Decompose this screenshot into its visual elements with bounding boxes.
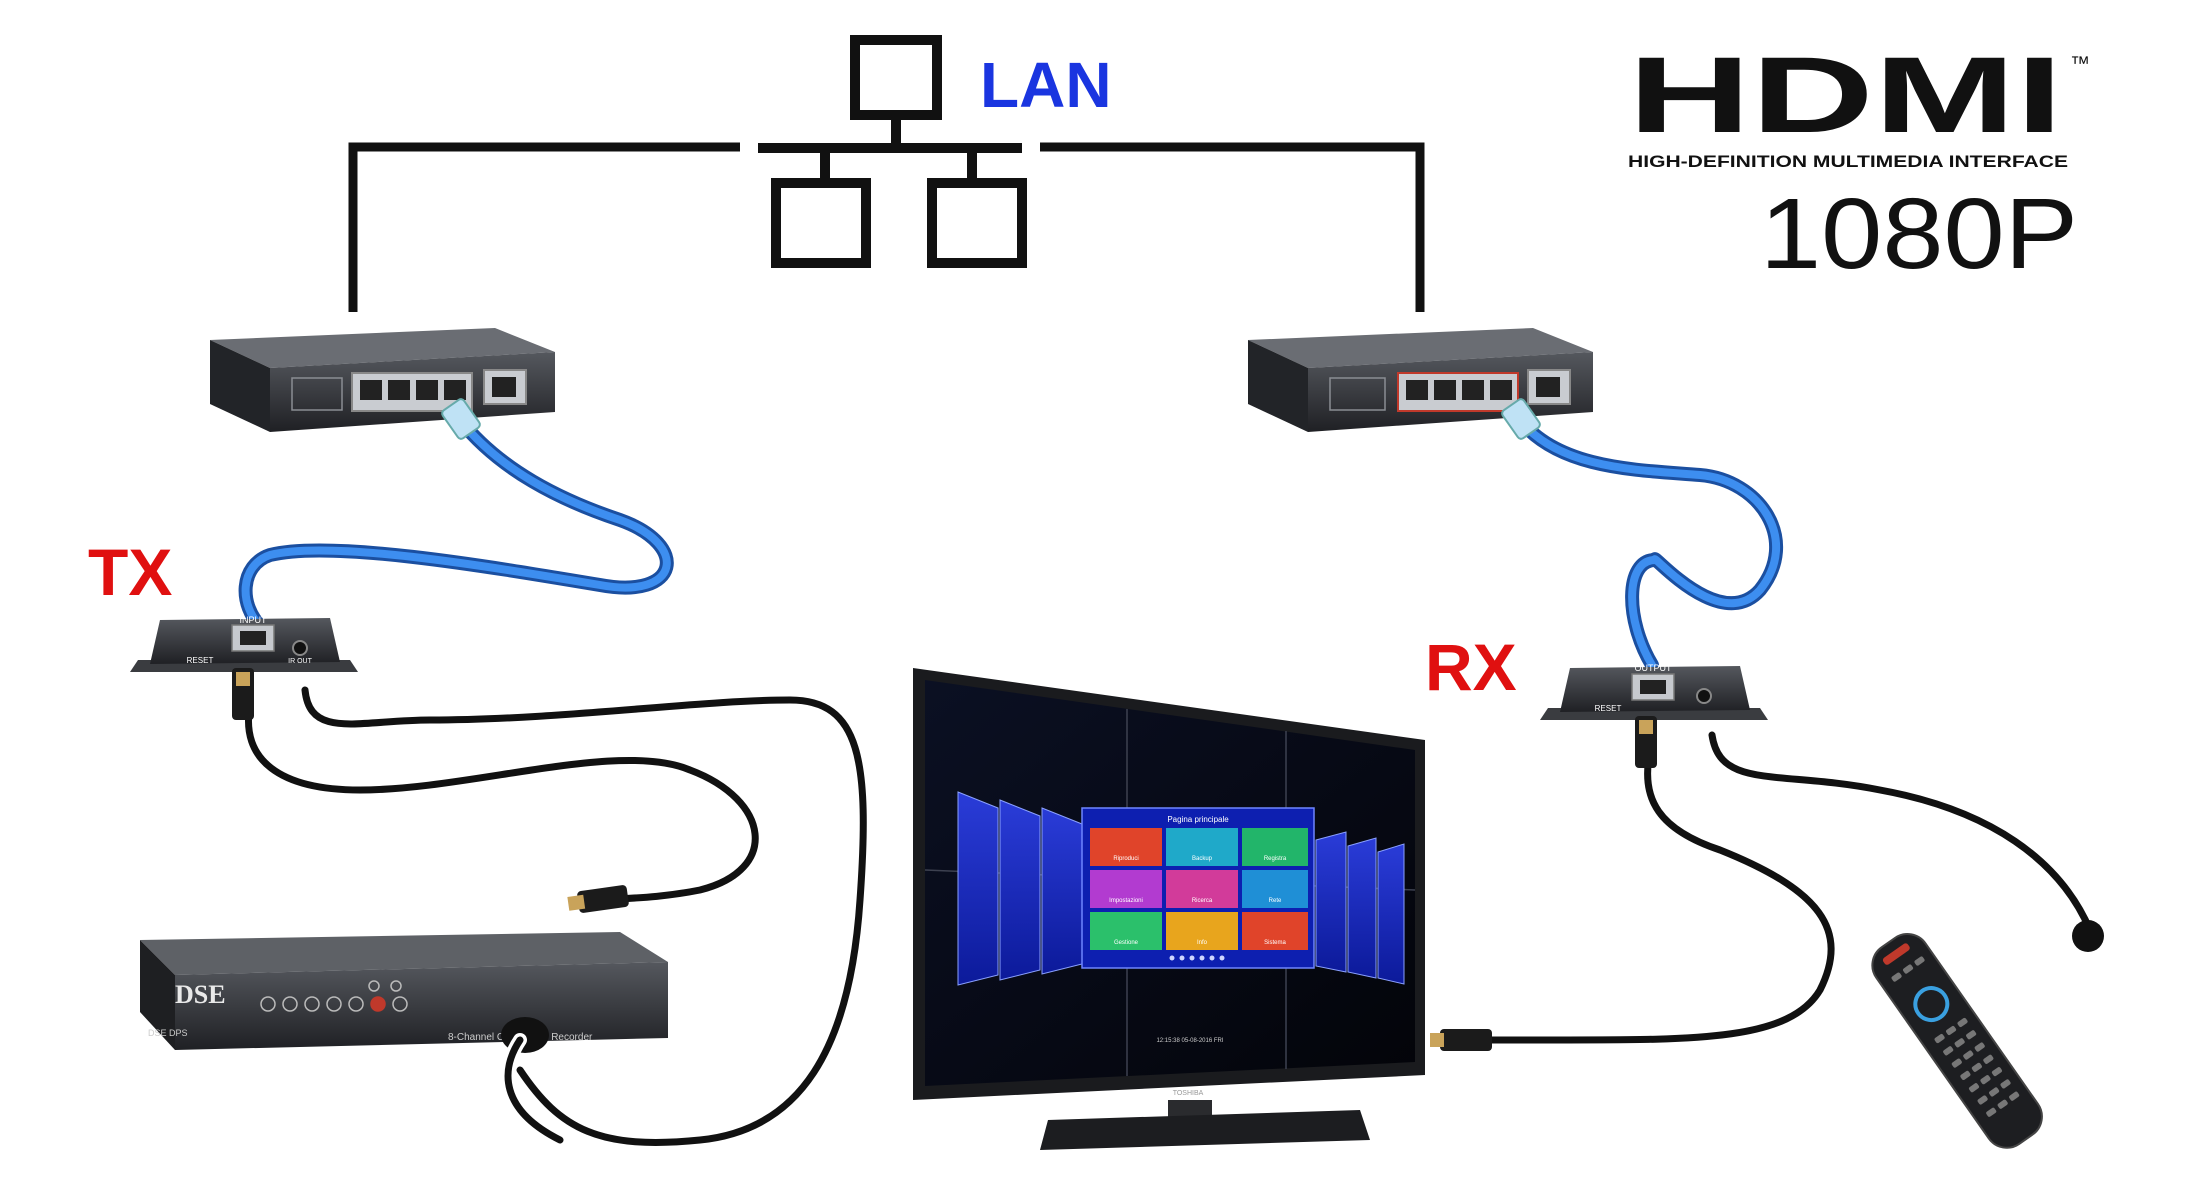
tx-ir-label: IR OUT xyxy=(288,658,312,665)
hdmi-tagline: HIGH-DEFINITION MULTIMEDIA INTERFACE xyxy=(1628,152,2068,171)
svg-text:Impostazioni: Impostazioni xyxy=(1109,898,1143,904)
rx-port-label: OUTPUT xyxy=(1635,663,1673,673)
network-icon xyxy=(758,35,1027,268)
hdmi-plug-to-recorder xyxy=(567,885,629,913)
rx-hdmi-cable xyxy=(1473,716,1839,1047)
switch-port-block xyxy=(291,369,527,412)
hdmi-logo: HDMI ™ HIGH-DEFINITION MULTIMEDIA INTERF… xyxy=(1628,34,2090,290)
svg-text:Gestione: Gestione xyxy=(1114,940,1139,946)
screen-menu: Pagina principale Riproduci Backup Regis… xyxy=(1081,807,1315,969)
tx-extender: INPUT RESET IR OUT xyxy=(130,615,358,672)
svg-text:Rete: Rete xyxy=(1269,898,1282,904)
tv-stand xyxy=(1040,1110,1370,1150)
television: Pagina principale Riproduci Backup Regis… xyxy=(913,668,1425,1150)
menu-tile: Backup xyxy=(1166,828,1238,866)
svg-text:Registra: Registra xyxy=(1264,856,1287,862)
recorder-model: DSE DPS xyxy=(148,1028,188,1038)
rx-extender: OUTPUT RESET xyxy=(1540,663,1768,720)
svg-text:Backup: Backup xyxy=(1192,856,1213,862)
menu-tile: Ricerca xyxy=(1166,870,1238,908)
tx-ir-cable xyxy=(298,683,871,1150)
remote-control xyxy=(1871,933,2043,1149)
right-network-switch xyxy=(1248,328,1593,432)
lan-wiring xyxy=(348,142,1425,312)
svg-text:Riproduci: Riproduci xyxy=(1113,856,1138,862)
tx-hdmi-cable xyxy=(232,668,762,907)
left-network-switch xyxy=(210,328,555,432)
hdmi-plug-to-tv xyxy=(1430,1029,1492,1051)
rx-ir-cable xyxy=(1705,728,2104,952)
video-recorder: DSE DSE DPS 8-Channel Onvif Video Record… xyxy=(140,932,668,1053)
tx-reset-label: RESET xyxy=(187,656,214,665)
screen-side-panels xyxy=(957,791,1405,986)
svg-text:Ricerca: Ricerca xyxy=(1192,898,1213,904)
recorder-cable xyxy=(501,1033,567,1147)
tx-label: TX xyxy=(88,535,172,609)
screen-timestamp: 12:15:38 05-08-2016 FRI xyxy=(1156,1038,1223,1044)
hdmi-trademark: ™ xyxy=(2070,53,2090,75)
menu-tile: Rete xyxy=(1242,870,1308,908)
tv-brand: TOSHIBA xyxy=(1173,1090,1204,1097)
ir-jack xyxy=(292,640,308,656)
svg-text:Sistema: Sistema xyxy=(1264,940,1286,946)
lan-label: LAN xyxy=(980,49,1112,121)
menu-tile: Impostazioni xyxy=(1090,870,1162,908)
menu-tile: Gestione xyxy=(1090,912,1162,950)
menu-page-dots xyxy=(1169,955,1225,961)
recorder-brand: DSE xyxy=(175,980,226,1009)
ethernet-cable-rx xyxy=(1501,398,1784,672)
recorder-buttons xyxy=(260,980,408,1012)
menu-title: Pagina principale xyxy=(1167,815,1229,824)
svg-text:Info: Info xyxy=(1197,940,1208,946)
ir-jack xyxy=(1696,688,1712,704)
menu-tile: Sistema xyxy=(1242,912,1308,950)
rx-label: RX xyxy=(1425,630,1517,704)
hdmi-resolution: 1080P xyxy=(1760,178,2078,290)
menu-tile: Registra xyxy=(1242,828,1308,866)
switch-port-block xyxy=(1329,369,1571,412)
hdmi-wordmark: HDMI xyxy=(1628,34,2063,155)
tx-port-label: INPUT xyxy=(240,615,268,625)
ethernet-cable-tx xyxy=(238,398,674,635)
menu-tile: Info xyxy=(1166,912,1238,950)
rx-reset-label: RESET xyxy=(1595,704,1622,713)
menu-tile: Riproduci xyxy=(1090,828,1162,866)
ir-receiver-eye xyxy=(2072,920,2104,952)
